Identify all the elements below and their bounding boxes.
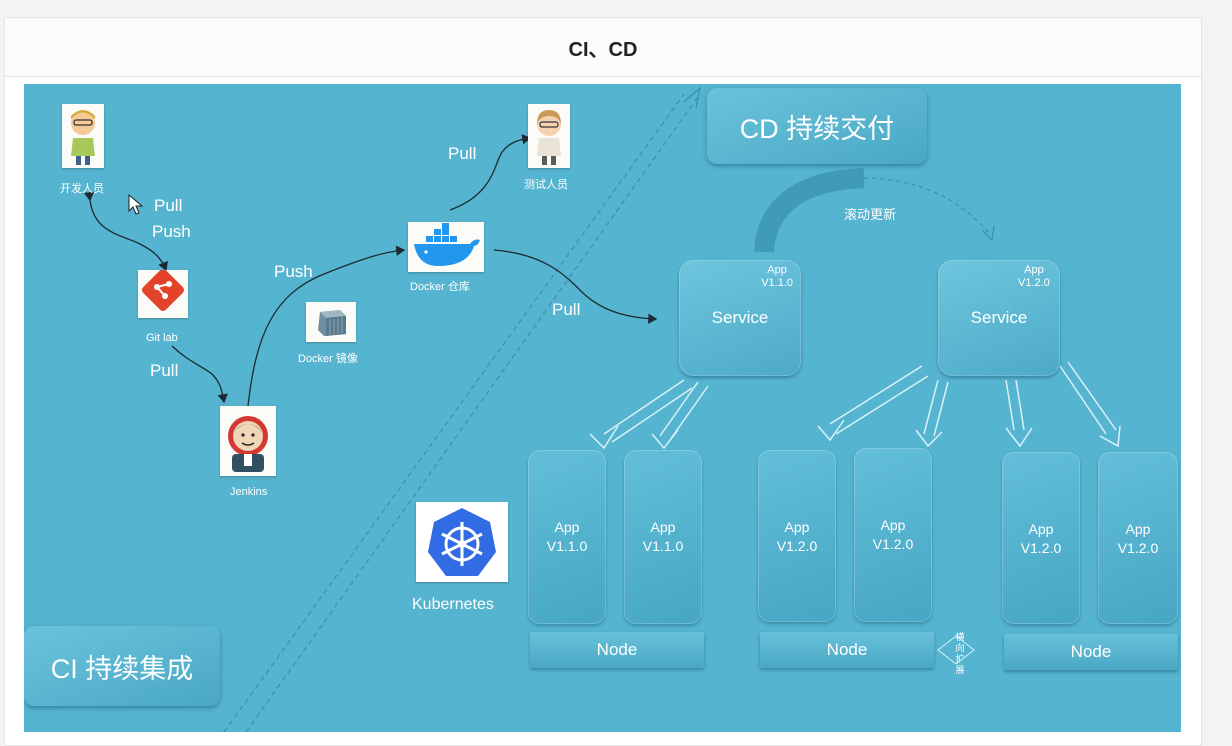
node-bar: Node xyxy=(530,632,704,668)
service-version: App V1.1.0 xyxy=(761,264,793,289)
service-box: App V1.1.0 Service xyxy=(679,260,801,376)
jenkins-push-label: Push xyxy=(274,262,313,281)
docker-tester-arrow xyxy=(449,134,532,211)
kubernetes-helm-icon xyxy=(416,502,508,582)
service-pull-label: Pull xyxy=(552,300,581,319)
tester-label: 测试人员 xyxy=(524,179,568,191)
node-bar: Node xyxy=(1004,634,1178,670)
container-image-icon xyxy=(306,302,356,342)
scale-label: 横向 扩展 xyxy=(955,632,965,675)
cd-title: CD 持续交付 xyxy=(707,88,927,164)
git-logo-icon xyxy=(138,269,188,318)
dev-push-label: Push xyxy=(152,222,191,241)
mouse-pointer-icon xyxy=(128,193,144,221)
jenkins-docker-arrow xyxy=(247,245,406,407)
service-version: App V1.2.0 xyxy=(1018,264,1050,289)
jenkins-label: Jenkins xyxy=(230,486,268,498)
rolling-update-label: 滚动更新 xyxy=(844,207,897,222)
dev-pull-label: Pull xyxy=(154,196,183,215)
developer-avatar-icon xyxy=(62,104,104,168)
service-label: Service xyxy=(970,308,1028,327)
docker-whale-icon xyxy=(408,222,484,272)
separator-line-2 xyxy=(245,93,701,732)
service-pod-arrows xyxy=(589,361,1121,450)
gitlab-label: Git lab xyxy=(146,332,178,344)
developer-label: 开发人员 xyxy=(60,183,104,195)
tester-avatar-icon xyxy=(528,104,570,168)
jenkins-logo-icon xyxy=(220,406,276,476)
service-box: App V1.2.0 Service xyxy=(938,260,1060,376)
gitlab-pull-label: Pull xyxy=(150,361,179,380)
docker-service-arrow xyxy=(493,249,658,324)
diagram-connectors xyxy=(83,86,1121,732)
docker-registry-label: Docker 仓库 xyxy=(410,281,470,293)
node-bar: Node xyxy=(760,632,934,668)
tester-pull-label: Pull xyxy=(448,144,477,163)
gitlab-jenkins-arrow xyxy=(171,345,228,404)
page-title: CI、CD xyxy=(5,18,1201,77)
ci-title: CI 持续集成 xyxy=(24,626,220,706)
service-label: Service xyxy=(711,308,769,327)
ci-cd-diagram: 开发人员 Pull Push Git lab Pull Je xyxy=(24,84,1181,732)
kubernetes-label: Kubernetes xyxy=(412,596,494,613)
docker-image-label: Docker 镜像 xyxy=(298,353,358,365)
rolling-update-arc xyxy=(754,168,865,253)
dev-gitlab-arrow xyxy=(83,191,168,272)
